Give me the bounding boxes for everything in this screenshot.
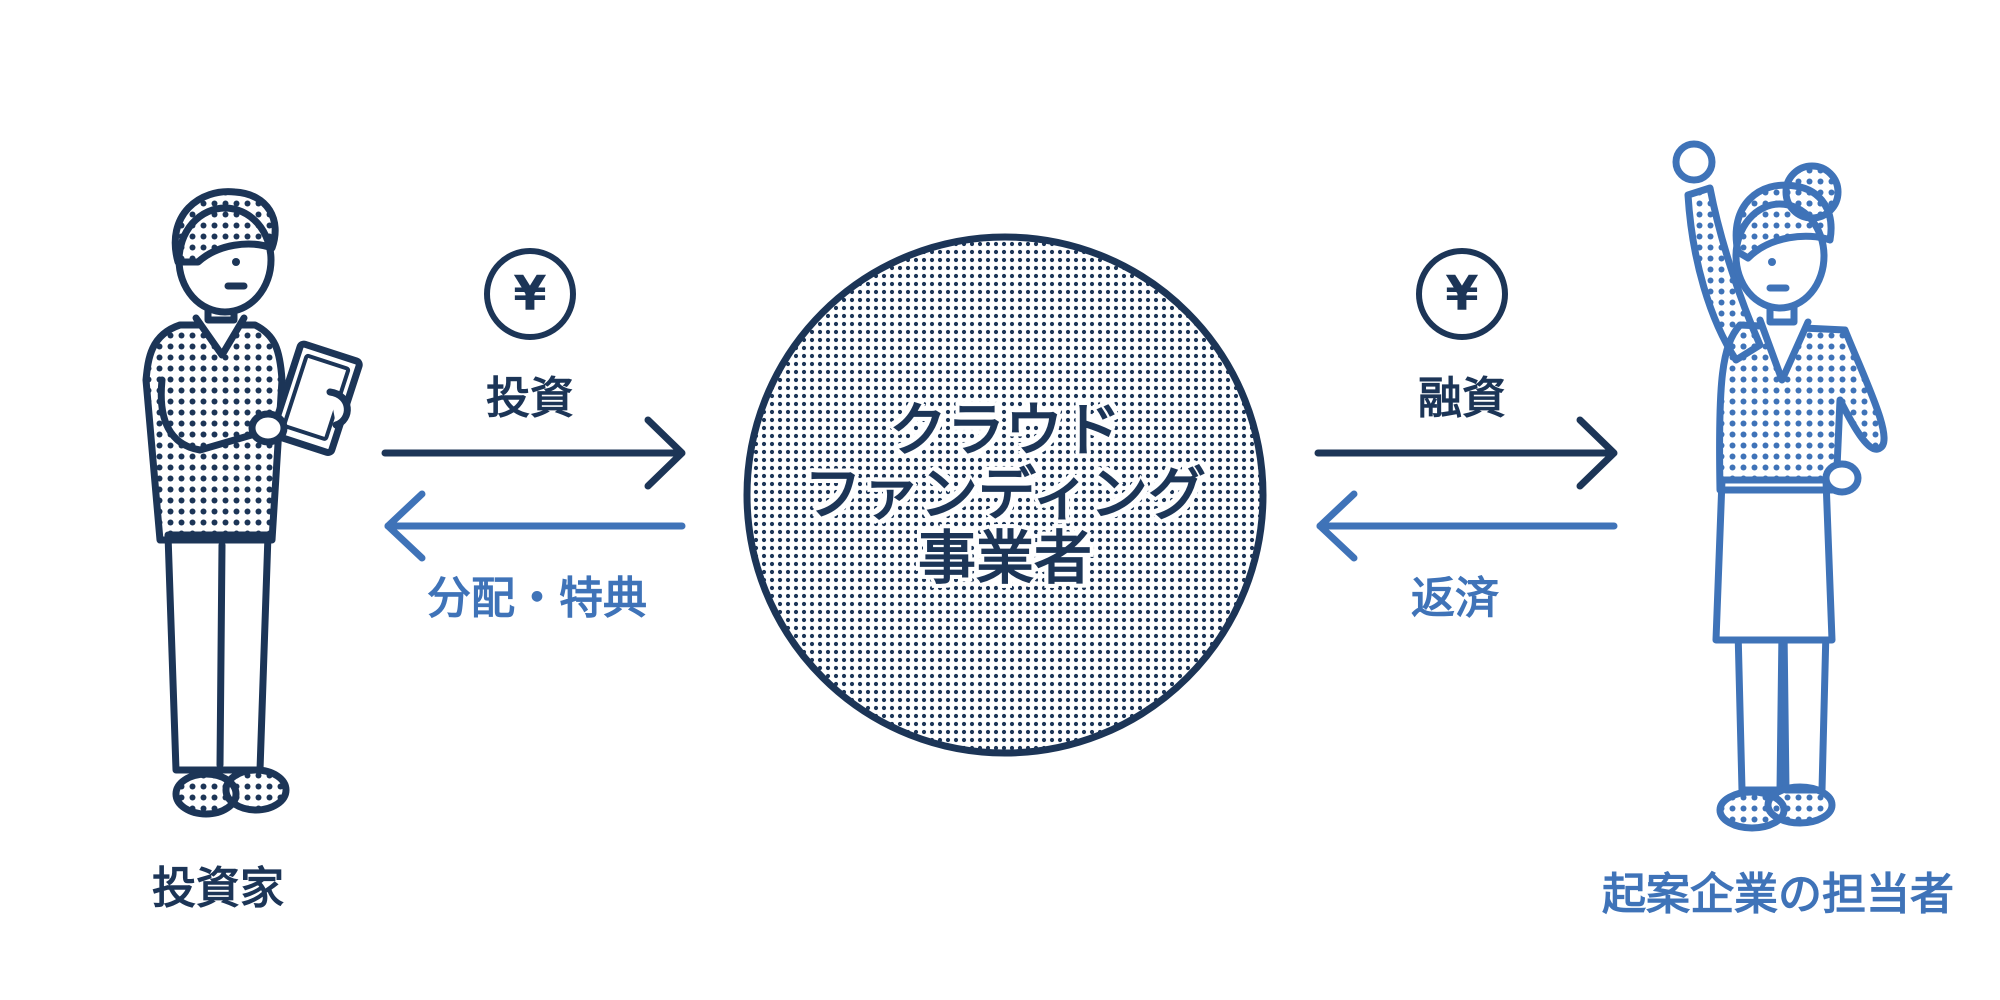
investor-figure-icon	[142, 188, 363, 818]
center-label-line3: 事業者	[917, 524, 1093, 592]
arrow-left-icon	[1316, 490, 1618, 562]
company-rep-label: 起案企業の担当者	[1602, 869, 1954, 920]
repayment-label: 返済	[1411, 573, 1499, 624]
yen-coin-icon: ¥	[484, 248, 576, 340]
loan-label: 融資	[1418, 373, 1506, 424]
yen-coin-icon: ¥	[1416, 248, 1508, 340]
investor-label: 投資家	[152, 863, 284, 914]
center-circle	[743, 233, 1267, 757]
arrow-right-icon	[381, 416, 686, 490]
company-rep-figure-icon	[1672, 140, 1888, 832]
center-label: クラウド ファンディング 事業者	[804, 398, 1206, 590]
center-label-line1: クラウド	[888, 396, 1122, 464]
center-label-line2: ファンディング	[804, 460, 1206, 528]
arrow-right-icon	[1314, 416, 1618, 490]
arrow-left-icon	[384, 490, 686, 562]
distribution-label: 分配・特典	[427, 573, 647, 624]
invest-label: 投資	[486, 373, 574, 424]
